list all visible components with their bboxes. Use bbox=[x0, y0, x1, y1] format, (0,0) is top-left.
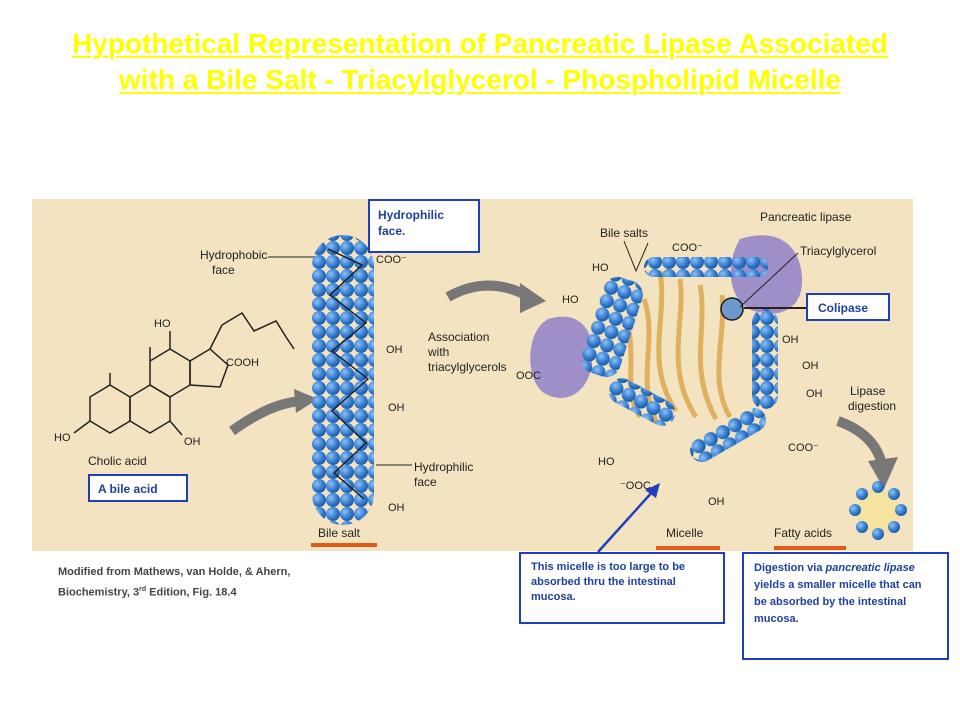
micelle-label: Micelle bbox=[666, 526, 704, 540]
triacylglycerol-pointer bbox=[739, 252, 799, 308]
lipase-digestion-label: Lipase digestion bbox=[848, 384, 896, 413]
oh-right-label: OH bbox=[184, 436, 201, 448]
oh-bile-3-label: OH bbox=[388, 502, 405, 514]
micelle-bile-salt-top bbox=[644, 257, 768, 277]
bile-salt-skeleton bbox=[327, 248, 370, 500]
hydrophilic-face-label: Hydrophilic face bbox=[414, 460, 477, 489]
pancreatic-lipase-blob-right bbox=[730, 235, 803, 314]
micelle-oh-bottom-label: OH bbox=[708, 496, 725, 508]
title-line-1: Hypothetical Representation of Pancreati… bbox=[72, 28, 888, 59]
fatty-acids-label: Fatty acids bbox=[774, 526, 832, 540]
small-micelle bbox=[849, 481, 907, 540]
bile-salt-highlight bbox=[311, 543, 377, 547]
figure-svg: HO COOH HO OH Cholic acid Hydrophobic fa… bbox=[54, 210, 907, 540]
hydrophilic-callout: Hydrophilic face. bbox=[368, 199, 480, 253]
bile-salt-column bbox=[312, 235, 374, 525]
bile-acid-callout-text: A bile acid bbox=[98, 482, 158, 496]
hydrophilic-callout-text: Hydrophilic face. bbox=[378, 208, 445, 238]
micelle-bile-salt-bottom-left bbox=[608, 378, 676, 426]
digestion-callout: Digestion via pancreatic lipase yields a… bbox=[742, 552, 949, 660]
oh-bile-2-label: OH bbox=[388, 402, 405, 414]
figure-citation: Modified from Mathews, van Holde, & Aher… bbox=[58, 564, 318, 602]
colipase-callout: Colipase bbox=[806, 293, 890, 321]
arrow-head-2 bbox=[520, 283, 546, 313]
triacylglycerol-core bbox=[623, 270, 733, 423]
fatty-acids-highlight bbox=[774, 546, 846, 550]
association-label: Association with triacylglycerols bbox=[427, 330, 507, 374]
cholic-acid-label: Cholic acid bbox=[88, 454, 147, 468]
triacylglycerol-label: Triacylglycerol bbox=[800, 244, 876, 258]
micelle-minus-ooc-label: ⁻OOC bbox=[620, 480, 651, 492]
title-line-2: with a Bile Salt - Triacylglycerol - Pho… bbox=[119, 64, 841, 95]
digestion-callout-prefix: Digestion via bbox=[754, 562, 826, 574]
ho-left-label: HO bbox=[54, 432, 71, 444]
large-micelle-callout-text: This micelle is too large to be absorbed… bbox=[531, 561, 686, 603]
large-micelle-callout: This micelle is too large to be absorbed… bbox=[519, 552, 725, 624]
digestion-callout-suffix: yields a smaller micelle that can be abs… bbox=[754, 579, 922, 625]
micelle-coo-minus-label: COO⁻ bbox=[672, 242, 703, 254]
colipase-callout-text: Colipase bbox=[818, 301, 869, 315]
micelle-ho-1-label: HO bbox=[592, 262, 609, 274]
micelle bbox=[530, 235, 803, 462]
bile-salt-label: Bile salt bbox=[318, 526, 361, 540]
bile-acid-callout: A bile acid bbox=[88, 474, 188, 502]
coo-minus-top-label: COO⁻ bbox=[376, 254, 407, 266]
digestion-callout-italic: pancreatic lipase bbox=[825, 562, 915, 574]
hydrophobic-face-label: Hydrophobic face bbox=[200, 248, 271, 277]
pancreatic-lipase-blob-left bbox=[530, 316, 593, 398]
micelle-bile-salt-bottom-right bbox=[690, 408, 766, 462]
colipase-connector bbox=[744, 307, 806, 309]
curved-arrow-3 bbox=[836, 416, 887, 467]
arrow-head-1 bbox=[294, 389, 318, 413]
page-title: Hypothetical Representation of Pancreati… bbox=[20, 26, 940, 98]
oh-bile-1-label: OH bbox=[386, 344, 403, 356]
micelle-bile-salt-left bbox=[581, 276, 643, 378]
colipase-marker bbox=[720, 297, 744, 321]
ho-top-label: HO bbox=[154, 318, 171, 330]
micelle-ho-2-label: HO bbox=[562, 294, 579, 306]
micelle-bile-salt-right bbox=[752, 309, 778, 409]
curved-arrow-2 bbox=[445, 280, 529, 302]
large-micelle-arrow bbox=[597, 483, 660, 553]
micelle-oh-1-label: OH bbox=[782, 334, 799, 346]
bile-salts-label: Bile salts bbox=[600, 226, 648, 240]
citation-line-2: Biochemistry, 3rd Edition, Fig. 18.4 bbox=[58, 586, 237, 599]
micelle-coo-minus-bottom-label: COO⁻ bbox=[788, 442, 819, 454]
cholic-acid-structure bbox=[73, 311, 295, 436]
citation-line-1: Modified from Mathews, van Holde, & Aher… bbox=[58, 566, 291, 578]
cooh-label: COOH bbox=[226, 357, 259, 369]
pancreatic-lipase-label: Pancreatic lipase bbox=[760, 210, 852, 224]
micelle-ho-3-label: HO bbox=[598, 456, 615, 468]
micelle-highlight bbox=[656, 546, 720, 550]
micelle-ooc-label: OOC bbox=[516, 370, 541, 382]
bile-salts-pointer bbox=[623, 240, 649, 273]
arrow-head-3 bbox=[868, 457, 898, 489]
micelle-oh-2-label: OH bbox=[802, 360, 819, 372]
curved-arrow-1 bbox=[229, 396, 301, 436]
micelle-oh-3-label: OH bbox=[806, 388, 823, 400]
